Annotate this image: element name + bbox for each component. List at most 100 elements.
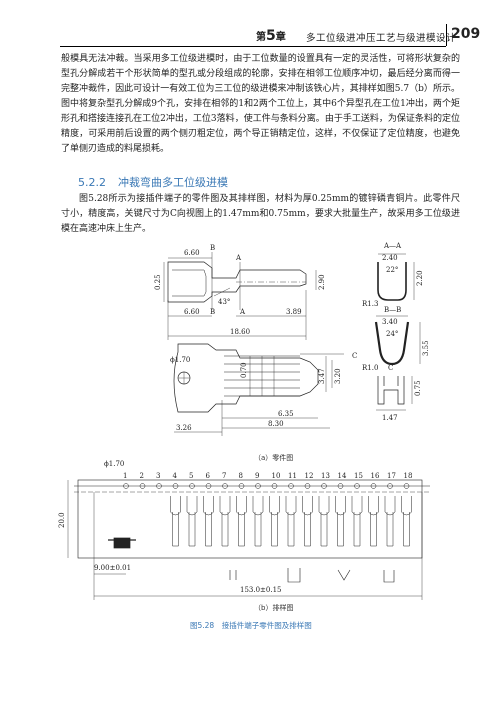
bb-radius: R1.0 xyxy=(362,364,378,372)
pilot-hole xyxy=(354,483,360,489)
terminal-blank xyxy=(302,496,313,547)
aa-title: A—A xyxy=(383,242,402,250)
station-number: 1 xyxy=(123,472,127,480)
label-c: C xyxy=(352,352,357,360)
strip-total-label: 153.0±0.15 xyxy=(240,586,282,594)
station-number: 14 xyxy=(338,472,347,480)
dim-635: 6.35 xyxy=(278,410,294,418)
station-number: 15 xyxy=(354,472,363,480)
bb-height: 3.55 xyxy=(422,340,430,356)
header-rule xyxy=(60,46,446,47)
label-b-top: B xyxy=(210,244,215,252)
terminal-blank xyxy=(252,496,264,547)
terminal-blank xyxy=(203,496,214,547)
label-b-bot: B xyxy=(210,308,215,316)
aa-height: 2.20 xyxy=(416,270,424,286)
section-aa-shape xyxy=(377,262,407,301)
chapter-title: 多工位级进冲压工艺与级进模设计 xyxy=(306,33,457,44)
figure-caption: 图5.28 接插件端子零件图及排样图 xyxy=(190,620,312,630)
station-number: 13 xyxy=(321,472,330,480)
c-height: 0.75 xyxy=(414,380,422,396)
bb-width: 3.40 xyxy=(382,318,398,326)
c-width: 1.47 xyxy=(382,414,398,422)
c-title: C xyxy=(388,364,393,372)
pilot-hole xyxy=(255,483,261,489)
pilot-hole xyxy=(172,483,179,489)
bb-title: B—B xyxy=(384,306,401,314)
dim-389: 3.89 xyxy=(286,308,302,316)
section-bb-shape xyxy=(374,321,410,366)
dim-660-top: 6.60 xyxy=(184,249,200,257)
pilot-hole xyxy=(370,483,377,489)
pilot-hole xyxy=(271,483,278,489)
chapter-label: 第5章 xyxy=(256,28,286,44)
part-flat-slots xyxy=(249,356,275,396)
terminal-blank xyxy=(401,496,412,547)
aa-angle: 22° xyxy=(386,266,398,274)
pilot-hole xyxy=(304,483,311,489)
terminal-blank xyxy=(236,496,247,547)
dim-326: 3.26 xyxy=(176,424,192,432)
bb-angle: 24° xyxy=(386,330,398,338)
caption-a: （a）零件图 xyxy=(254,453,293,462)
chapter-number: 5 xyxy=(266,28,276,44)
aa-width: 2.40 xyxy=(382,254,398,262)
dim-290: 2.90 xyxy=(318,274,326,290)
pilot-hole xyxy=(288,483,294,489)
station-number: 10 xyxy=(272,472,281,480)
station-number: 4 xyxy=(173,472,178,480)
pilot-hole xyxy=(205,483,212,489)
dim-hole-170: ϕ1.70 xyxy=(170,356,190,364)
terminal-blank xyxy=(335,496,346,547)
terminal-blank xyxy=(368,496,379,547)
paragraph-1: 般模具无法冲裁。当采用多工位级进模时，由于工位数量的设置具有一定的灵活性，可将形… xyxy=(61,54,460,154)
strip-side-sketches xyxy=(229,568,395,583)
part-flat-outline xyxy=(173,343,319,413)
station-number: 5 xyxy=(189,472,193,480)
strip-hole-label: ϕ1.70 xyxy=(104,460,124,468)
terminal-blank xyxy=(318,496,330,547)
pilot-hole xyxy=(321,483,327,489)
station-number: 17 xyxy=(387,472,396,480)
strip-width-label: 20.0 xyxy=(58,512,66,528)
dim-830: 8.30 xyxy=(268,420,284,428)
station-number: 8 xyxy=(239,472,243,480)
strip-pitch-label: 9.00±0.01 xyxy=(94,564,131,572)
section-title: 冲裁弯曲多工位级进模 xyxy=(118,176,228,189)
dim-025: 0.25 xyxy=(154,274,162,290)
pilot-hole xyxy=(222,483,228,489)
pilot-hole xyxy=(337,483,344,489)
dim-1860: 18.60 xyxy=(230,328,250,336)
header-divider xyxy=(446,24,447,46)
terminal-blank xyxy=(384,496,396,547)
pilot-hole xyxy=(238,483,245,489)
station-number: 12 xyxy=(305,472,314,480)
dim-070: 0.70 xyxy=(240,362,248,378)
terminal-blank xyxy=(351,496,363,547)
station-number: 6 xyxy=(206,472,211,480)
station-number: 18 xyxy=(404,472,413,480)
terminal-blank xyxy=(186,496,198,547)
dim-660-bot: 6.60 xyxy=(184,308,200,316)
pilot-hole xyxy=(156,483,162,489)
station-number: 7 xyxy=(222,472,226,480)
dim-347: 3.47 xyxy=(318,368,326,384)
terminal-blank xyxy=(269,496,280,547)
dim-angle-43: 43° xyxy=(218,298,230,306)
pilot-hole xyxy=(189,483,195,489)
terminal-blank xyxy=(170,496,181,547)
station-number: 2 xyxy=(140,472,144,480)
section-number: 5.2.2 xyxy=(78,176,106,189)
pilot-hole xyxy=(387,483,393,489)
pilot-hole xyxy=(123,483,129,489)
caption-b: （b）排样图 xyxy=(254,603,293,612)
dim-320: 3.20 xyxy=(334,368,342,384)
aa-radius: R1.3 xyxy=(362,300,378,308)
station-number: 9 xyxy=(255,472,259,480)
station-number: 11 xyxy=(288,472,297,480)
label-a-bot: A xyxy=(239,308,246,316)
view-c-shape xyxy=(377,376,405,405)
pilot-hole xyxy=(139,483,146,489)
